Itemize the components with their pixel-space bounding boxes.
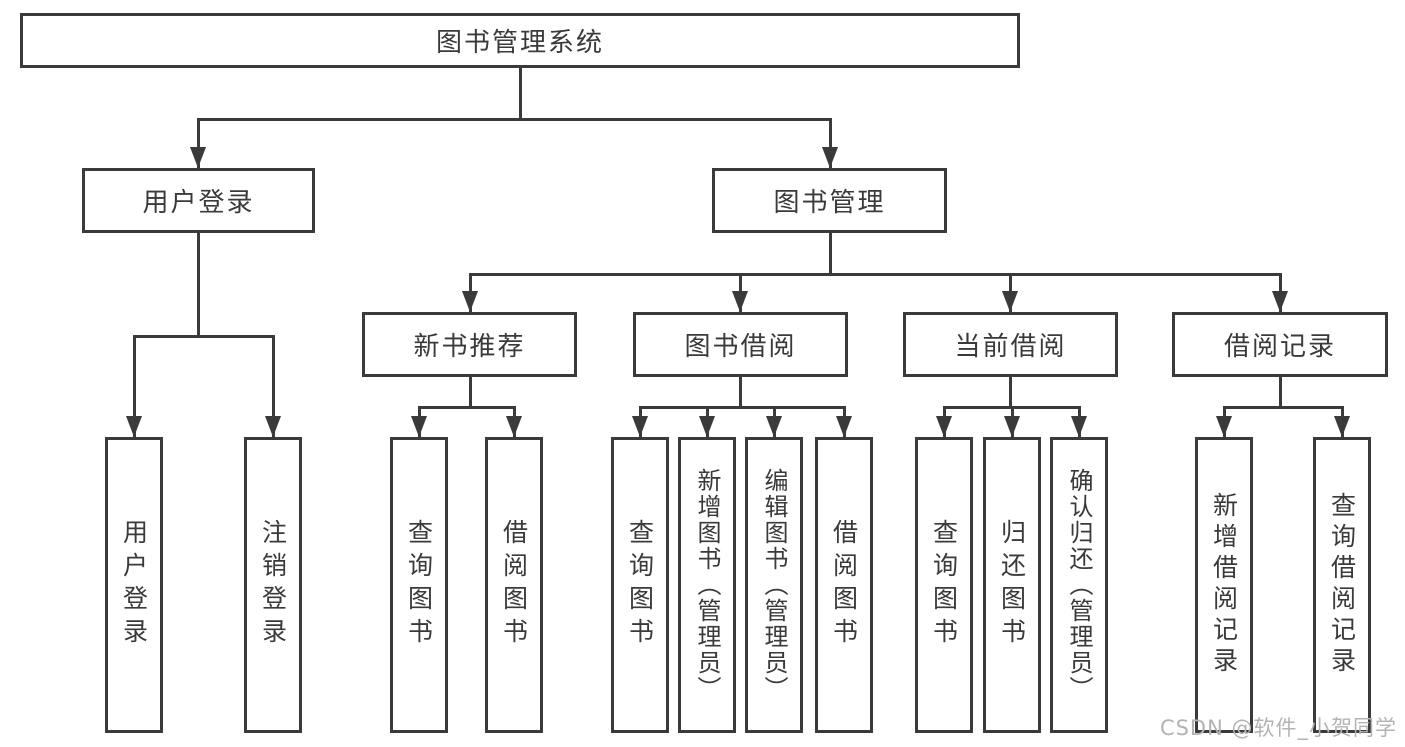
connector-line [197, 118, 831, 121]
node-book-borrowing: 图书借阅 [633, 312, 848, 377]
leaf-query-books-2: 查询图书 [611, 437, 669, 733]
arrowhead-down-icon [126, 416, 142, 437]
arrowhead-down-icon [1216, 416, 1232, 437]
leaf-add-books-admin-label: 新增图书（管理员） [693, 468, 721, 702]
leaf-edit-books-admin-label: 编辑图书（管理员） [760, 468, 788, 702]
connector-line [197, 118, 200, 168]
connector-line [418, 406, 516, 409]
leaf-query-books-1-label: 查询图书 [404, 519, 434, 651]
connector-line [829, 118, 832, 168]
connector-line [739, 377, 742, 406]
arrowhead-down-icon [632, 416, 648, 437]
arrowhead-down-icon [190, 147, 206, 168]
arrowhead-down-icon [822, 147, 838, 168]
arrowhead-down-icon [1071, 416, 1087, 437]
leaf-add-borrow-record-label: 新增借阅记录 [1209, 492, 1239, 678]
node-current-borrowing: 当前借阅 [903, 312, 1118, 377]
csdn-watermark: CSDN @软件_小贺同学 [1159, 716, 1397, 740]
node-user-login: 用户登录 [82, 168, 315, 233]
leaf-borrow-books-1-label: 借阅图书 [499, 519, 529, 651]
node-user-login-label: 用户登录 [142, 188, 255, 218]
arrowhead-down-icon [1334, 416, 1350, 437]
leaf-query-books-2-label: 查询图书 [625, 519, 655, 651]
leaf-confirm-return-admin-label: 确认归还（管理员） [1065, 468, 1093, 702]
leaf-return-books: 归还图书 [983, 437, 1041, 733]
arrowhead-down-icon [1002, 291, 1018, 312]
leaf-add-books-admin: 新增图书（管理员） [678, 437, 736, 733]
connector-line [519, 68, 522, 118]
node-new-book-recommend: 新书推荐 [362, 312, 577, 377]
leaf-query-books-3: 查询图书 [915, 437, 973, 733]
connector-line [133, 335, 274, 338]
leaf-query-books-1: 查询图书 [390, 437, 448, 733]
arrowhead-down-icon [265, 416, 281, 437]
arrowhead-down-icon [936, 416, 952, 437]
connector-line [829, 233, 832, 273]
node-current-borrowing-label: 当前借阅 [954, 332, 1067, 362]
leaf-logout-label: 注销登录 [258, 519, 288, 651]
node-book-management: 图书管理 [712, 168, 947, 233]
arrowhead-down-icon [732, 291, 748, 312]
connector-line [639, 406, 845, 409]
leaf-return-books-label: 归还图书 [997, 519, 1027, 651]
connector-line [1223, 406, 1343, 409]
leaf-query-books-3-label: 查询图书 [929, 519, 959, 651]
arrowhead-down-icon [462, 291, 478, 312]
arrowhead-down-icon [1272, 291, 1288, 312]
node-root: 图书管理系统 [20, 13, 1020, 68]
connector-line [133, 335, 136, 437]
leaf-edit-books-admin: 编辑图书（管理员） [745, 437, 803, 733]
leaf-confirm-return-admin: 确认归还（管理员） [1050, 437, 1108, 733]
arrowhead-down-icon [836, 416, 852, 437]
leaf-borrow-books-2: 借阅图书 [815, 437, 873, 733]
leaf-user-login-label: 用户登录 [119, 519, 149, 651]
connector-line [272, 335, 275, 437]
leaf-borrow-books-2-label: 借阅图书 [829, 519, 859, 651]
node-book-management-label: 图书管理 [773, 188, 886, 218]
leaf-borrow-books-1: 借阅图书 [485, 437, 543, 733]
connector-line [1279, 377, 1282, 406]
arrowhead-down-icon [1004, 416, 1020, 437]
node-new-book-recommend-label: 新书推荐 [413, 332, 526, 362]
leaf-user-login: 用户登录 [105, 437, 163, 733]
node-borrowing-records: 借阅记录 [1172, 312, 1388, 377]
node-book-borrowing-label: 图书借阅 [684, 332, 797, 362]
leaf-add-borrow-record: 新增借阅记录 [1195, 437, 1253, 733]
connector-line [1009, 377, 1012, 406]
arrowhead-down-icon [506, 416, 522, 437]
leaf-logout: 注销登录 [244, 437, 302, 733]
node-borrowing-records-label: 借阅记录 [1223, 332, 1336, 362]
arrowhead-down-icon [766, 416, 782, 437]
connector-line [469, 273, 1281, 276]
connector-line [197, 233, 200, 335]
arrowhead-down-icon [699, 416, 715, 437]
connector-line [469, 377, 472, 406]
leaf-query-borrow-record-label: 查询借阅记录 [1327, 492, 1357, 678]
arrowhead-down-icon [411, 416, 427, 437]
node-root-label: 图书管理系统 [435, 28, 604, 58]
leaf-query-borrow-record: 查询借阅记录 [1313, 437, 1371, 733]
